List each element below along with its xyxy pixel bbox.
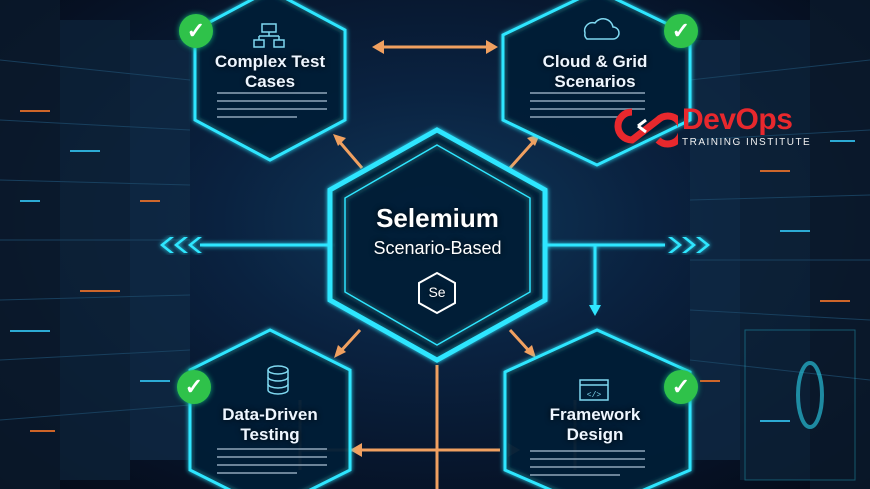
logo-name: DevOps (682, 102, 793, 136)
database-icon (267, 365, 289, 395)
check-icon: ✓ (179, 14, 213, 48)
infinity-logo-icon (614, 108, 678, 148)
center-subtitle: Scenario-Based (373, 238, 502, 258)
title-line: Framework (549, 405, 641, 424)
check-icon: ✓ (177, 370, 211, 404)
title-line: Cases (244, 72, 296, 91)
node-complex-test-cases-title: Complex Test Cases (205, 52, 335, 92)
cloud-icon (583, 18, 620, 40)
description-lines (217, 92, 645, 476)
arrow-down (589, 305, 601, 316)
title-line: Design (566, 425, 624, 444)
title-line: Complex Test (214, 52, 326, 71)
flowchart-icon (253, 23, 285, 48)
selenium-badge-label: Se (428, 284, 446, 300)
devops-logo: DevOps TRAINING INSTITUTE (612, 104, 811, 148)
title-line: Testing (240, 425, 300, 444)
connector-lines (200, 243, 665, 310)
title-line: Data-Driven (222, 405, 318, 424)
node-framework-design-title: Framework Design (525, 405, 665, 445)
selenium-hex-icon (418, 271, 456, 315)
server-racks-right (689, 0, 870, 489)
logo-tagline: TRAINING INSTITUTE (682, 136, 812, 148)
center-title-main: Selemium (376, 203, 499, 233)
title-line: Cloud & Grid (542, 52, 648, 71)
chevrons-left (160, 237, 202, 253)
node-data-driven-title: Data-Driven Testing (205, 405, 335, 445)
title-line: Scenarios (554, 72, 636, 91)
chevrons-right (668, 237, 710, 253)
server-racks-left (0, 0, 191, 489)
code-window-icon: </> (579, 379, 609, 401)
center-title: Selemium Scenario-Based (340, 203, 535, 259)
node-cloud-grid-title: Cloud & Grid Scenarios (525, 52, 665, 92)
svg-text:</>: </> (587, 391, 602, 400)
check-icon: ✓ (664, 370, 698, 404)
check-icon: ✓ (664, 14, 698, 48)
